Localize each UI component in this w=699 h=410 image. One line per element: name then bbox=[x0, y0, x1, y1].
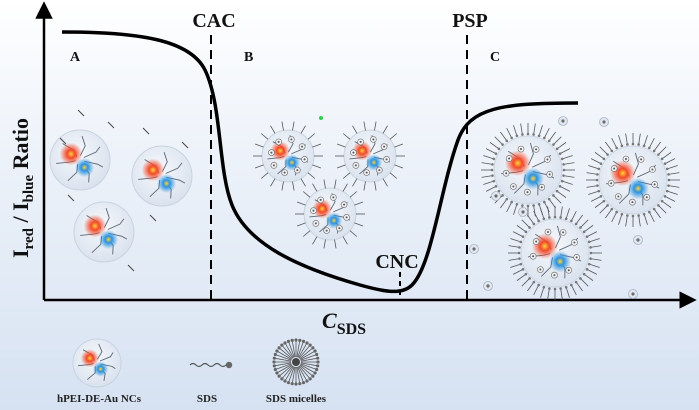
blue-core bbox=[156, 173, 177, 194]
nc-particle-c2 bbox=[586, 133, 680, 227]
y-label-sub-blue: blue bbox=[21, 175, 37, 203]
free-micelle-2 bbox=[483, 281, 493, 291]
red-core bbox=[80, 349, 99, 368]
free-micelle-7 bbox=[518, 207, 528, 217]
y-label-mid: / I bbox=[8, 202, 33, 228]
y-axis-label: Ired / Iblue Ratio bbox=[8, 118, 37, 258]
red-core bbox=[352, 140, 373, 161]
nc-particle-b2 bbox=[335, 121, 405, 191]
blue-core bbox=[627, 177, 649, 200]
red-core bbox=[312, 198, 333, 219]
green-dot bbox=[319, 116, 323, 120]
ratio-curve bbox=[61, 30, 579, 294]
legend-sds-label: SDS bbox=[197, 393, 217, 405]
nc-particle-b1 bbox=[253, 121, 323, 191]
blue-core bbox=[325, 212, 343, 229]
nc-particle-a3 bbox=[73, 201, 135, 263]
free-micelle-6 bbox=[633, 235, 643, 245]
blue-core bbox=[98, 229, 119, 250]
x-label-c: C bbox=[322, 308, 337, 333]
region-a-particles bbox=[49, 109, 193, 272]
region-b-particles bbox=[253, 121, 405, 249]
region-a-label: A bbox=[70, 50, 81, 65]
x-label-sub: SDS bbox=[337, 321, 366, 338]
free-micelle-1 bbox=[558, 116, 568, 126]
cnc-label: CNC bbox=[375, 251, 418, 273]
red-core bbox=[83, 214, 107, 238]
blue-core bbox=[549, 250, 571, 273]
legend-micelle-label: SDS micelles bbox=[266, 393, 327, 405]
free-micelle-5 bbox=[628, 289, 638, 299]
y-label-ratio: Ratio bbox=[8, 118, 33, 175]
legend-nc-label: hPEI-DE-Au NCs bbox=[57, 393, 142, 405]
blue-core bbox=[365, 154, 383, 171]
y-label-i: I bbox=[8, 249, 33, 258]
legend-nc-particle bbox=[72, 338, 122, 388]
region-c-free-micelles bbox=[469, 116, 643, 299]
red-core bbox=[270, 140, 291, 161]
nc-particle-c3 bbox=[508, 206, 602, 300]
nc-particle-a1 bbox=[49, 129, 111, 191]
red-core bbox=[141, 158, 165, 182]
free-micelle-8 bbox=[491, 191, 501, 201]
legend-nc-icon bbox=[72, 338, 122, 388]
x-axis-label: CSDS bbox=[322, 308, 366, 338]
blue-core bbox=[522, 167, 544, 190]
blue-core bbox=[92, 361, 109, 377]
legend: hPEI-DE-Au NCs SDS SDS micelles bbox=[57, 338, 327, 405]
free-micelle-4 bbox=[599, 117, 609, 127]
legend-sds-icon bbox=[189, 361, 233, 369]
red-core bbox=[59, 142, 83, 166]
nc-particle-b3 bbox=[295, 179, 365, 249]
free-micelle-3 bbox=[469, 244, 479, 254]
psp-label: PSP bbox=[452, 10, 488, 32]
blue-core bbox=[283, 154, 301, 171]
region-c-particles bbox=[481, 123, 680, 300]
region-b-label: B bbox=[244, 50, 253, 65]
cac-label: CAC bbox=[192, 10, 235, 32]
blue-core bbox=[74, 157, 95, 178]
y-label-sub-red: red bbox=[21, 227, 37, 249]
nc-particle-c1 bbox=[481, 123, 575, 217]
nc-particle-a2 bbox=[131, 145, 193, 207]
legend-micelle-icon bbox=[272, 338, 320, 386]
region-c-label: C bbox=[490, 50, 500, 65]
